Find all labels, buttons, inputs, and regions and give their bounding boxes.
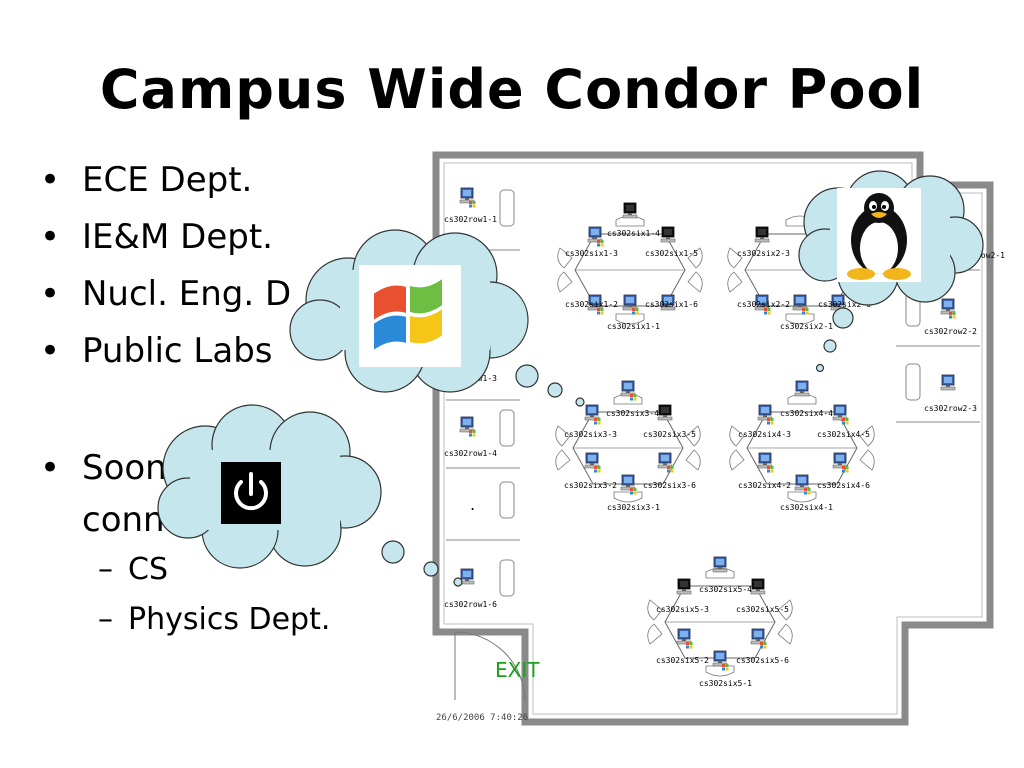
exit-door — [454, 631, 526, 703]
bullet-nucl: •Nucl. Eng. D — [40, 274, 292, 314]
table-six1: cs302six1-4 cs302six1-3 cs302six1-5 cs30… — [557, 202, 703, 331]
pc-label: cs302six2-6 — [818, 300, 871, 309]
pc-label: cs302six2-1 — [780, 322, 833, 331]
bullet-public-labs: •Public Labs — [40, 331, 273, 371]
pc-label: cs302six4-3 — [738, 430, 791, 439]
pc-label: cs302six1-4 — [607, 229, 660, 238]
table-six3: cs302six3-4 cs302six3-3 cs302six3-5 cs30… — [555, 380, 701, 512]
table-six2: cs302six2-3 cs302six2-2 cs302six2-6 cs30… — [727, 215, 873, 331]
pc-label: cs302six5-1 — [699, 679, 752, 688]
pc-label: cs302six5-4 — [699, 585, 752, 594]
pc-label: cs302six1-3 — [565, 249, 618, 258]
power-thought-cloud — [157, 404, 463, 587]
pc-label: cs302six4-4 — [780, 409, 833, 418]
pc-label: cs302six2-2 — [737, 300, 790, 309]
pc-label: cs302row1-1 — [444, 215, 497, 224]
pc-label: cs302six5-6 — [736, 656, 789, 665]
pc-label: cs302six1-6 — [645, 300, 698, 309]
pc-label: cs302six3-4 — [606, 409, 659, 418]
pc-label: cs302six3-2 — [564, 481, 617, 490]
pc-label: cs302six4-2 — [738, 481, 791, 490]
pc-label: cs302six1-2 — [565, 300, 618, 309]
pc-label: cs302six5-2 — [656, 656, 709, 665]
row1-desks: . cs302row1-1 cs302row1-3 cs302row1-4 cs… — [444, 187, 520, 609]
pc-label: cs302six4-1 — [780, 503, 833, 512]
table-six5: cs302six5-4 cs302six5-3 cs302six5-5 cs30… — [647, 556, 793, 688]
pc-label: cs302six3-1 — [607, 503, 660, 512]
dot-mark: . — [470, 495, 475, 514]
pc-label: cs302six3-6 — [643, 481, 696, 490]
pc-label: cs302six1-5 — [645, 249, 698, 258]
pc-label: cs302row1-6 — [444, 600, 497, 609]
bullet-soon-line2: conn — [82, 500, 165, 540]
pc-label: cs302six2-3 — [737, 249, 790, 258]
bullet-ece: •ECE Dept. — [40, 160, 253, 200]
pc-label: cs302six3-5 — [643, 430, 696, 439]
linux-thought-cloud — [798, 170, 984, 373]
pc-label: cs302row2-2 — [924, 327, 977, 336]
pc-label: cs302six4-5 — [817, 430, 870, 439]
exit-label: EXIT — [495, 658, 540, 682]
pc-label: cs302six5-3 — [656, 605, 709, 614]
pc-label: cs302row1-4 — [444, 449, 497, 458]
pc-label: cs302row2-3 — [924, 404, 977, 413]
bullet-iem: •IE&M Dept. — [40, 217, 273, 257]
power-icon — [221, 462, 281, 524]
slide-title: Campus Wide Condor Pool — [99, 58, 925, 121]
sub-bullet-physics: –Physics Dept. — [98, 602, 331, 637]
pc-label: cs302six1-1 — [607, 322, 660, 331]
windows-thought-cloud — [289, 229, 585, 407]
table-six4: cs302six4-4 cs302six4-3 cs302six4-5 cs30… — [729, 380, 875, 512]
pc-label: cs302six4-6 — [817, 481, 870, 490]
linux-penguin-icon — [837, 188, 921, 282]
pc-label: cs302six5-5 — [736, 605, 789, 614]
timestamp: 26/6/2006 7:40:26 — [436, 713, 529, 723]
windows-logo-icon — [359, 265, 461, 367]
pc-label: cs302six3-3 — [564, 430, 617, 439]
sub-bullet-cs: –CS — [98, 552, 168, 587]
bullet-soon: •Soon — [40, 448, 167, 488]
